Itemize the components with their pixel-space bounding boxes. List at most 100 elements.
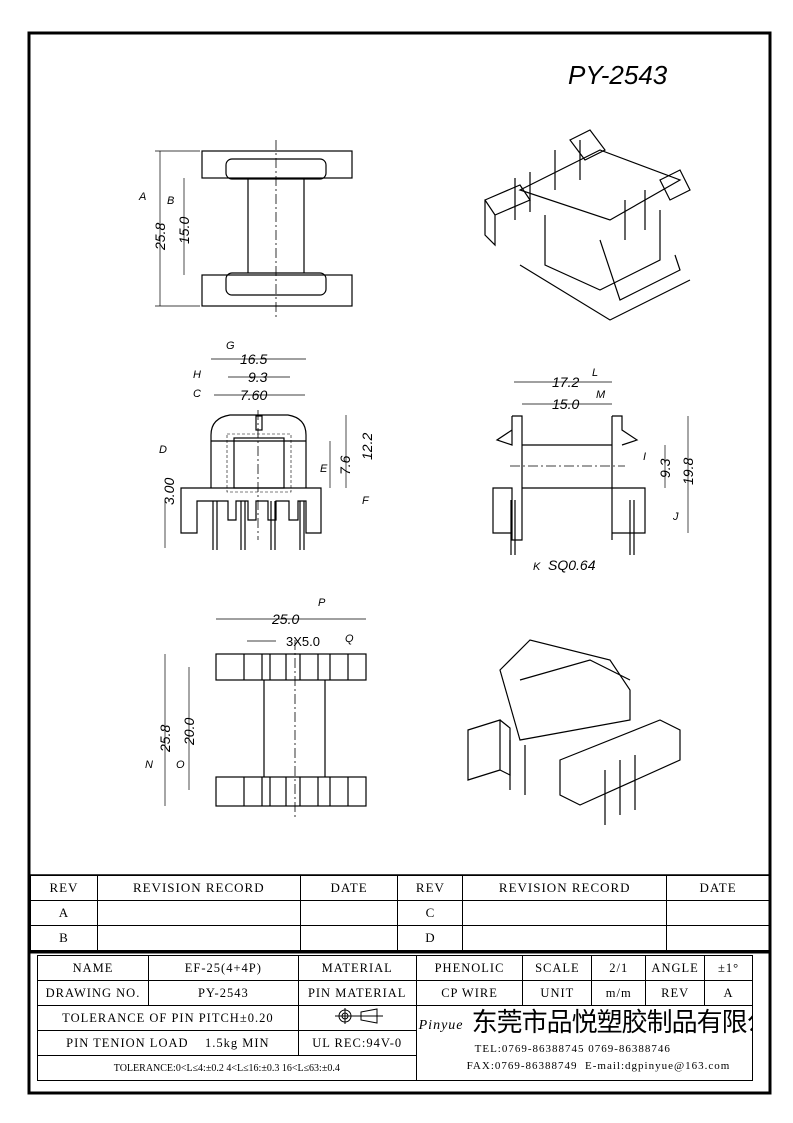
date-cell: [666, 900, 770, 926]
pin-tension-label: PIN TENION LOAD: [66, 1035, 189, 1050]
side-view: 17.2 15.0 9.3 19.8 SQ0.64 L M I J K: [492, 367, 696, 573]
label-e: E: [320, 463, 328, 475]
label-o: O: [176, 759, 185, 771]
dim-b: 15.0: [176, 217, 192, 244]
pin-material-label: PIN MATERIAL: [297, 980, 417, 1006]
label-f: F: [362, 495, 370, 507]
dim-a: 25.8: [152, 223, 168, 251]
angle-label: ANGLE: [645, 955, 706, 981]
company-tel: TEL:0769-86388745 0769-86388746: [474, 1043, 671, 1055]
header-revision-record: REVISION RECORD: [96, 875, 301, 901]
dim-9-3: 9.3: [248, 369, 268, 385]
revision-table: REV REVISION RECORD DATE REV REVISION RE…: [30, 875, 770, 951]
header-date: DATE: [299, 875, 399, 901]
ul-rating: UL REC:94V-0: [297, 1030, 417, 1056]
label-h: H: [193, 369, 201, 381]
date-cell: [299, 925, 399, 951]
spec-row: NAME EF-25(4+4P) MATERIAL PHENOLIC SCALE…: [37, 955, 753, 981]
dim-7-6: 7.6: [337, 455, 353, 475]
label-b: B: [167, 195, 174, 207]
pin-tension-value: 1.5kg MIN: [205, 1035, 270, 1050]
pin-material-value: CP WIRE: [415, 980, 524, 1006]
dim-12-2: 12.2: [359, 433, 375, 460]
rev-value: A: [704, 980, 753, 1006]
rev-cell: A: [30, 900, 98, 926]
record-cell: [462, 900, 668, 926]
spec-row: TOLERANCE OF PIN PITCH±0.20 Pinyue 东莞市品悦…: [37, 1005, 754, 1081]
dim-pin-pitch: 3X5.0: [286, 634, 320, 649]
company-fax: FAX:0769-86388749: [466, 1060, 578, 1072]
name-label: NAME: [37, 955, 149, 981]
drawing-no-label: DRAWING NO.: [37, 980, 149, 1006]
scale-value: 2/1: [591, 955, 647, 981]
table-row: A C: [30, 900, 770, 926]
name-value: EF-25(4+4P): [147, 955, 299, 981]
drawing-title: PY-2543: [568, 60, 668, 90]
unit-label: UNIT: [522, 980, 593, 1006]
label-l: L: [592, 367, 598, 379]
dim-3-00: 3.00: [161, 478, 177, 505]
date-cell: [666, 925, 770, 951]
angle-value: ±1°: [704, 955, 753, 981]
pin-pitch-tolerance: TOLERANCE OF PIN PITCH±0.20: [37, 1005, 299, 1031]
pin-tension-cell: PIN TENION LOAD 1.5kg MIN: [37, 1030, 299, 1056]
revision-header-row: REV REVISION RECORD DATE REV REVISION RE…: [30, 875, 770, 901]
dim-20-0: 20.0: [181, 718, 197, 746]
bottom-view: 25.0 3X5.0 25.8 20.0 P Q N O: [145, 597, 367, 820]
label-c: C: [193, 388, 201, 400]
record-cell: [96, 900, 301, 926]
general-tolerance: TOLERANCE:0<L≤4:±0.2 4<L≤16:±0.3 16<L≤63…: [37, 1055, 417, 1081]
table-row: B D: [30, 925, 770, 951]
dim-7-60: 7.60: [240, 387, 267, 403]
company-block: Pinyue 东莞市品悦塑胶制品有限公司 TEL:0769-86388745 0…: [415, 1005, 754, 1081]
header-rev: REV: [397, 875, 464, 901]
unit-value: m/m: [591, 980, 647, 1006]
record-cell: [462, 925, 668, 951]
scale-label: SCALE: [522, 955, 593, 981]
front-view: 16.5 9.3 7.60 3.00 7.6 12.2 G H C D E F: [159, 340, 375, 550]
label-p: P: [318, 597, 326, 609]
spec-row: PIN TENION LOAD 1.5kg MIN UL REC:94V-0: [37, 1030, 753, 1056]
label-k: K: [533, 561, 541, 573]
label-n: N: [145, 759, 153, 771]
drawing-no-value: PY-2543: [147, 980, 299, 1006]
rev-cell: B: [30, 925, 98, 951]
title-block: NAME EF-25(4+4P) MATERIAL PHENOLIC SCALE…: [37, 955, 754, 1081]
dim-19-8: 19.8: [680, 458, 696, 485]
label-q: Q: [345, 633, 354, 645]
company-email: E-mail:dgpinyue@163.com: [585, 1060, 731, 1072]
label-i: I: [643, 451, 646, 463]
label-g: G: [226, 340, 235, 352]
record-cell: [96, 925, 301, 951]
spec-row: DRAWING NO. PY-2543 PIN MATERIAL CP WIRE…: [37, 980, 753, 1006]
dim-pin-size: SQ0.64: [548, 557, 596, 573]
label-m: M: [596, 389, 606, 401]
rev-label: REV: [645, 980, 706, 1006]
material-label: MATERIAL: [297, 955, 417, 981]
company-logo: Pinyue: [418, 1018, 464, 1033]
dim-25-8-bottom: 25.8: [157, 725, 173, 753]
header-revision-record: REVISION RECORD: [462, 875, 668, 901]
spec-row: TOLERANCE:0<L≤4:±0.2 4<L≤16:±0.3 16<L≤63…: [37, 1055, 753, 1081]
isometric-view-top: [484, 129, 691, 321]
dim-9-3-side: 9.3: [657, 458, 673, 478]
dim-17-2: 17.2: [552, 374, 579, 390]
company-name: 东莞市品悦塑胶制品有限公司: [471, 1008, 752, 1038]
dim-25-0: 25.0: [271, 611, 299, 627]
material-value: PHENOLIC: [415, 955, 524, 981]
date-cell: [299, 900, 399, 926]
projection-symbol: [297, 1005, 417, 1031]
rev-cell: C: [397, 900, 464, 926]
sheet-border: [27, 31, 772, 1095]
label-d: D: [159, 444, 167, 456]
third-angle-projection-icon: [335, 1008, 384, 1024]
header-date: DATE: [666, 875, 770, 901]
isometric-view-bottom: [467, 639, 681, 825]
label-a: A: [138, 191, 146, 203]
dim-15-0: 15.0: [552, 396, 579, 412]
label-j: J: [672, 511, 679, 523]
rev-cell: D: [397, 925, 464, 951]
header-rev: REV: [30, 875, 98, 901]
top-view: 25.8 15.0 A B: [138, 140, 353, 320]
